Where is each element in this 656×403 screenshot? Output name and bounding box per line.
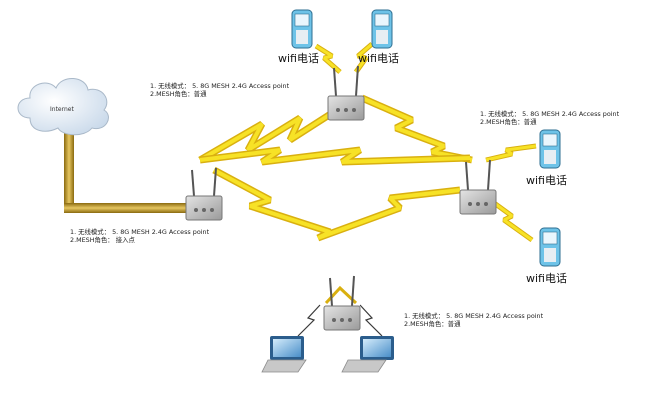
cable-horizontal	[64, 203, 188, 213]
note-ap-left-line1: 1. 无线模式： 5. 8G MESH 2.4G Access point	[70, 228, 210, 236]
note-ap-right-line1: 1. 无线模式： 5. 8G MESH 2.4G Access point	[480, 110, 620, 118]
wireless-links	[198, 42, 537, 337]
ap-bottom	[323, 275, 361, 331]
internet-label: Internet	[50, 106, 74, 113]
cable-vertical	[64, 124, 74, 212]
wired-uplink	[64, 124, 188, 213]
phone-right-lower-icon	[539, 227, 561, 267]
laptop-left-icon	[261, 336, 307, 373]
note-ap-bottom-line2: 2.MESH角色：普通	[404, 320, 461, 329]
phone-top-right-icon	[371, 9, 393, 49]
ap-right	[459, 159, 497, 215]
ap-top	[327, 65, 365, 121]
internet-cloud	[17, 78, 109, 136]
link-ap-bottom-to-laptop-left	[297, 304, 321, 337]
note-ap-top: 1. 无线模式： 5. 8G MESH 2.4G Access point 2.…	[150, 82, 289, 99]
note-ap-bottom: 1. 无线模式： 5. 8G MESH 2.4G Access point 2.…	[404, 312, 543, 329]
phone-top-right-label: wifi电话	[358, 52, 399, 65]
phone-top-left-label: wifi电话	[278, 52, 319, 65]
note-ap-bottom-line1: 1. 无线模式： 5. 8G MESH 2.4G Access point	[404, 312, 544, 320]
link-ap-bottom-to-laptop-right	[359, 304, 383, 337]
phone-right-upper-label: wifi电话	[526, 174, 567, 187]
note-ap-top-line1: 1. 无线模式： 5. 8G MESH 2.4G Access point	[150, 82, 290, 90]
laptop-right-icon	[341, 336, 394, 373]
note-ap-right-line2: 2.MESH角色：普通	[480, 118, 537, 127]
phone-right-upper-icon	[539, 129, 561, 169]
phone-top-left-icon	[291, 9, 313, 49]
phone-right-lower-label: wifi电话	[526, 272, 567, 285]
ap-left	[185, 167, 223, 221]
note-ap-right: 1. 无线模式： 5. 8G MESH 2.4G Access point 2.…	[480, 110, 619, 127]
note-ap-top-line2: 2.MESH角色：普通	[150, 90, 207, 99]
note-ap-left-line2: 2.MESH角色： 接入点	[70, 236, 135, 245]
note-ap-left: 1. 无线模式： 5. 8G MESH 2.4G Access point 2.…	[70, 228, 209, 245]
